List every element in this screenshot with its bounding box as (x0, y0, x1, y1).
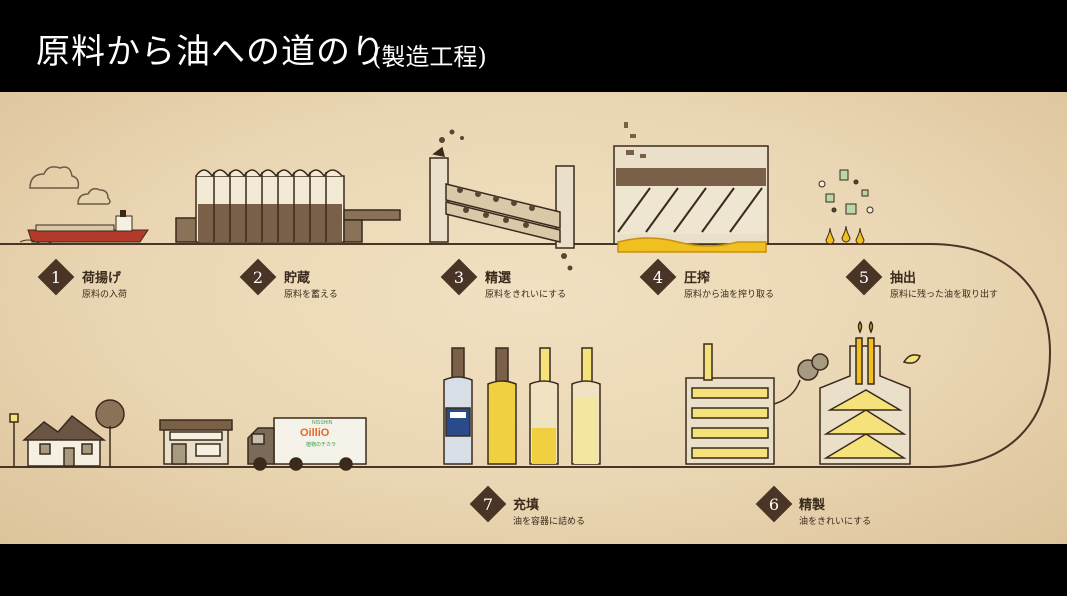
step-4-desc: 原料から油を搾り取る (684, 288, 774, 300)
step-4: 4 圧搾 原料から油を搾り取る (639, 258, 774, 300)
step-2-desc: 原料を蓄える (284, 288, 338, 300)
step-6-badge (755, 485, 793, 523)
step-7-badge (469, 485, 507, 523)
bottom-bar (0, 544, 1067, 596)
process-path-line (0, 243, 1052, 468)
truck-brand-logo: OilliO (300, 427, 330, 439)
step-5-title: 抽出 (890, 270, 916, 286)
step-6-number: 6 (769, 495, 779, 514)
step-1-badge (37, 258, 75, 296)
step-3-badge (440, 258, 478, 296)
extraction-particles-icon (818, 169, 874, 245)
step-6-title: 精製 (799, 497, 825, 513)
step-3: 3 精選 原料をきれいにする (440, 258, 566, 300)
step-7: 7 充填 油を容器に詰める (469, 485, 585, 527)
step-5-number: 5 (859, 268, 869, 287)
step-7-desc: 油を容器に詰める (513, 515, 585, 527)
process-diagram: NISSHIN OilliO 植物のチカラ 1 荷揚げ 原料の入荷 2 貯蔵 原… (0, 122, 1052, 527)
step-1-number: 1 (51, 268, 61, 287)
step-5: 5 抽出 原料に残った油を取り出す (845, 258, 998, 300)
refinery-icon (685, 320, 921, 465)
step-3-title: 精選 (485, 270, 511, 286)
cloud-icon (29, 166, 111, 205)
step-3-desc: 原料をきれいにする (485, 288, 566, 300)
page-subtitle: (製造工程) (372, 43, 487, 71)
step-7-number: 7 (483, 495, 493, 514)
step-5-desc: 原料に残った油を取り出す (890, 288, 998, 300)
step-1-title: 荷揚げ (81, 270, 122, 286)
title-bar: 原料から油への道のり (製造工程) (0, 0, 1067, 92)
step-6-desc: 油をきれいにする (799, 515, 871, 527)
truck-brand-sub: 植物のチカラ (306, 441, 336, 448)
shop-icon (159, 419, 233, 465)
step-3-number: 3 (454, 268, 464, 287)
house-icon (9, 399, 125, 467)
step-1-desc: 原料の入荷 (82, 288, 127, 300)
step-2-number: 2 (253, 268, 263, 287)
step-2-badge (239, 258, 277, 296)
oil-press-icon (613, 122, 769, 253)
delivery-truck-icon (247, 417, 367, 471)
oil-bottles-icon (443, 347, 601, 465)
truck-brand-top: NISSHIN (312, 420, 333, 426)
step-1: 1 荷揚げ 原料の入荷 (37, 258, 127, 300)
storage-silos-icon (175, 169, 401, 243)
step-5-badge (845, 258, 883, 296)
step-4-badge (639, 258, 677, 296)
step-4-number: 4 (653, 268, 663, 287)
step-4-title: 圧搾 (684, 270, 710, 286)
step-6: 6 精製 油をきれいにする (755, 485, 871, 527)
cleaning-sieve-icon (429, 129, 575, 271)
step-7-title: 充填 (513, 497, 539, 513)
step-2: 2 貯蔵 原料を蓄える (239, 258, 338, 300)
cargo-ship-icon (19, 210, 149, 245)
page-title: 原料から油への道のり (36, 32, 386, 72)
process-illustration: NISSHIN OilliO 植物のチカラ 1 荷揚げ 原料の入荷 2 貯蔵 原… (0, 92, 1067, 544)
step-2-title: 貯蔵 (284, 270, 310, 286)
